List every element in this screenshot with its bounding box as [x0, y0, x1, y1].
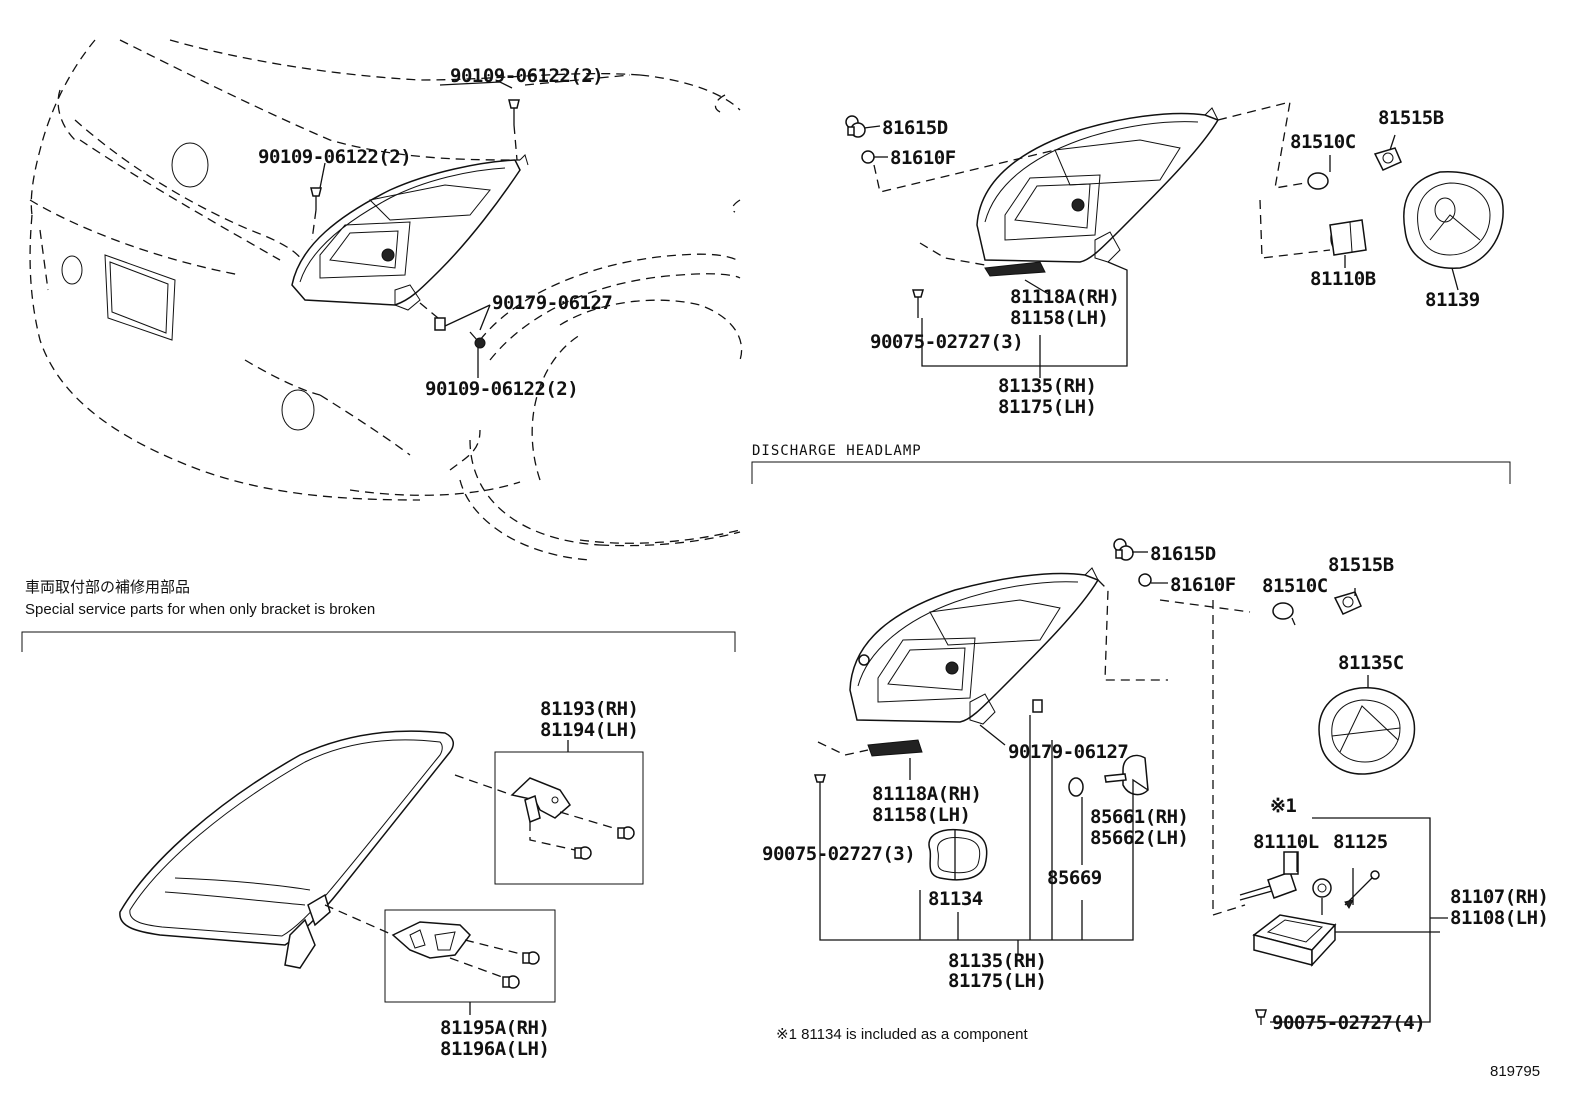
headlamp-lens-outline: [119, 730, 455, 969]
label-ref-1: ※1: [1270, 795, 1296, 817]
label-90109-06122-a: 90109-06122(2): [450, 65, 603, 87]
label-90075-02727-top: 90075-02727(3): [870, 331, 1023, 353]
label-81175-lh-top: 81175(LH): [998, 396, 1096, 418]
socket-81610f-top: [861, 150, 875, 164]
label-81134: 81134: [928, 888, 983, 910]
label-81110l: 81110L: [1253, 831, 1319, 853]
screw-90075-top: [912, 289, 924, 318]
bulb-81110l: [1239, 851, 1299, 901]
label-90179-06127-top: 90179-06127: [492, 292, 612, 314]
label-81175-lh-bot: 81175(LH): [948, 970, 1046, 992]
ballast-81107: [1252, 914, 1337, 967]
socket-81610f-bot: [1138, 573, 1152, 587]
label-81118a-rh-top: 81118A(RH): [1010, 286, 1119, 308]
bulb-81510c-bot: [1272, 602, 1294, 620]
socket-81515b-top: [1373, 147, 1402, 171]
label-85662-lh: 85662(LH): [1090, 827, 1188, 849]
label-81158-lh-top: 81158(LH): [1010, 307, 1108, 329]
label-81125: 81125: [1333, 831, 1388, 853]
caption-special-en: Special service parts for when only brac…: [25, 601, 375, 618]
label-81108-lh: 81108(LH): [1450, 907, 1548, 929]
bulb-81615d-top: [845, 115, 866, 138]
caption-discharge-headlamp: DISCHARGE HEADLAMP: [752, 443, 922, 459]
bolt-90109-b: [310, 187, 322, 241]
label-81515b-top: 81515B: [1378, 107, 1444, 129]
label-81196a-lh: 81196A(LH): [440, 1038, 549, 1060]
gasket-81118a-bot: [867, 739, 923, 757]
label-81193-rh: 81193(RH): [540, 698, 638, 720]
label-81515b-bot: 81515B: [1328, 554, 1394, 576]
label-81195a-rh: 81195A(RH): [440, 1017, 549, 1039]
clip-90179-top: [419, 302, 446, 331]
label-90109-06122-b: 90109-06122(2): [258, 146, 411, 168]
label-90109-06122-c: 90109-06122(2): [425, 378, 578, 400]
bulb-81110b: [1329, 219, 1367, 256]
bulb-81510c-top: [1307, 172, 1329, 190]
label-81610f-bot: 81610F: [1170, 574, 1236, 596]
headlamp-discharge: [849, 567, 1100, 725]
label-81139: 81139: [1425, 289, 1480, 311]
label-90075-02727-bot3: 90075-02727(3): [762, 843, 915, 865]
label-81135-rh-top: 81135(RH): [998, 375, 1096, 397]
label-81615d-top: 81615D: [882, 117, 948, 139]
footnote: ※1 81134 is included as a component: [776, 1026, 1028, 1043]
connector-81125: [1312, 870, 1380, 909]
label-81135-rh-bot: 81135(RH): [948, 950, 1046, 972]
bracket-81195a: [391, 921, 540, 989]
label-81510c-top: 81510C: [1290, 131, 1356, 153]
label-81158-lh-bot: 81158(LH): [872, 804, 970, 826]
gasket-81118a-top: [984, 261, 1046, 277]
clip-90179-bot: [1032, 699, 1043, 713]
special-bracket-line: [21, 631, 736, 652]
bracket-box-upper: [494, 751, 644, 885]
label-81510c-bot: 81510C: [1262, 575, 1328, 597]
bracket-81193: [510, 777, 635, 860]
label-85661-rh: 85661(RH): [1090, 806, 1188, 828]
label-81107-rh: 81107(RH): [1450, 886, 1548, 908]
screw-90075-bot4: [1255, 1009, 1267, 1025]
label-90179-06127-bot: 90179-06127: [1008, 741, 1128, 763]
headlamp-on-car: [291, 154, 529, 311]
headlamp-halogen: [976, 107, 1220, 263]
label-81194-lh: 81194(LH): [540, 719, 638, 741]
label-81118a-rh-bot: 81118A(RH): [872, 783, 981, 805]
label-85669: 85669: [1047, 867, 1102, 889]
label-90075-02727-bot4: 90075-02727(4): [1272, 1012, 1425, 1034]
figure-id: 819795: [1490, 1063, 1540, 1080]
caption-special-jp: 車両取付部の補修用部品: [25, 579, 190, 596]
label-81135c: 81135C: [1338, 652, 1404, 674]
bulb-81615d-bot: [1113, 538, 1134, 561]
oring-85669: [1068, 777, 1084, 797]
seal-81134: [928, 828, 988, 881]
discharge-bracket-line: [751, 461, 1511, 484]
cover-81139: [1403, 171, 1504, 269]
label-81110b: 81110B: [1310, 268, 1376, 290]
label-81610f-top: 81610F: [890, 147, 956, 169]
cover-81135c: [1318, 687, 1416, 775]
label-81615d-bot: 81615D: [1150, 543, 1216, 565]
bolt-90109-c: [469, 331, 486, 349]
car-front-outline: [29, 39, 743, 561]
screw-90075-bot3: [814, 774, 826, 800]
bolt-90109-a: [508, 99, 520, 161]
socket-81515b-bot: [1333, 591, 1362, 615]
